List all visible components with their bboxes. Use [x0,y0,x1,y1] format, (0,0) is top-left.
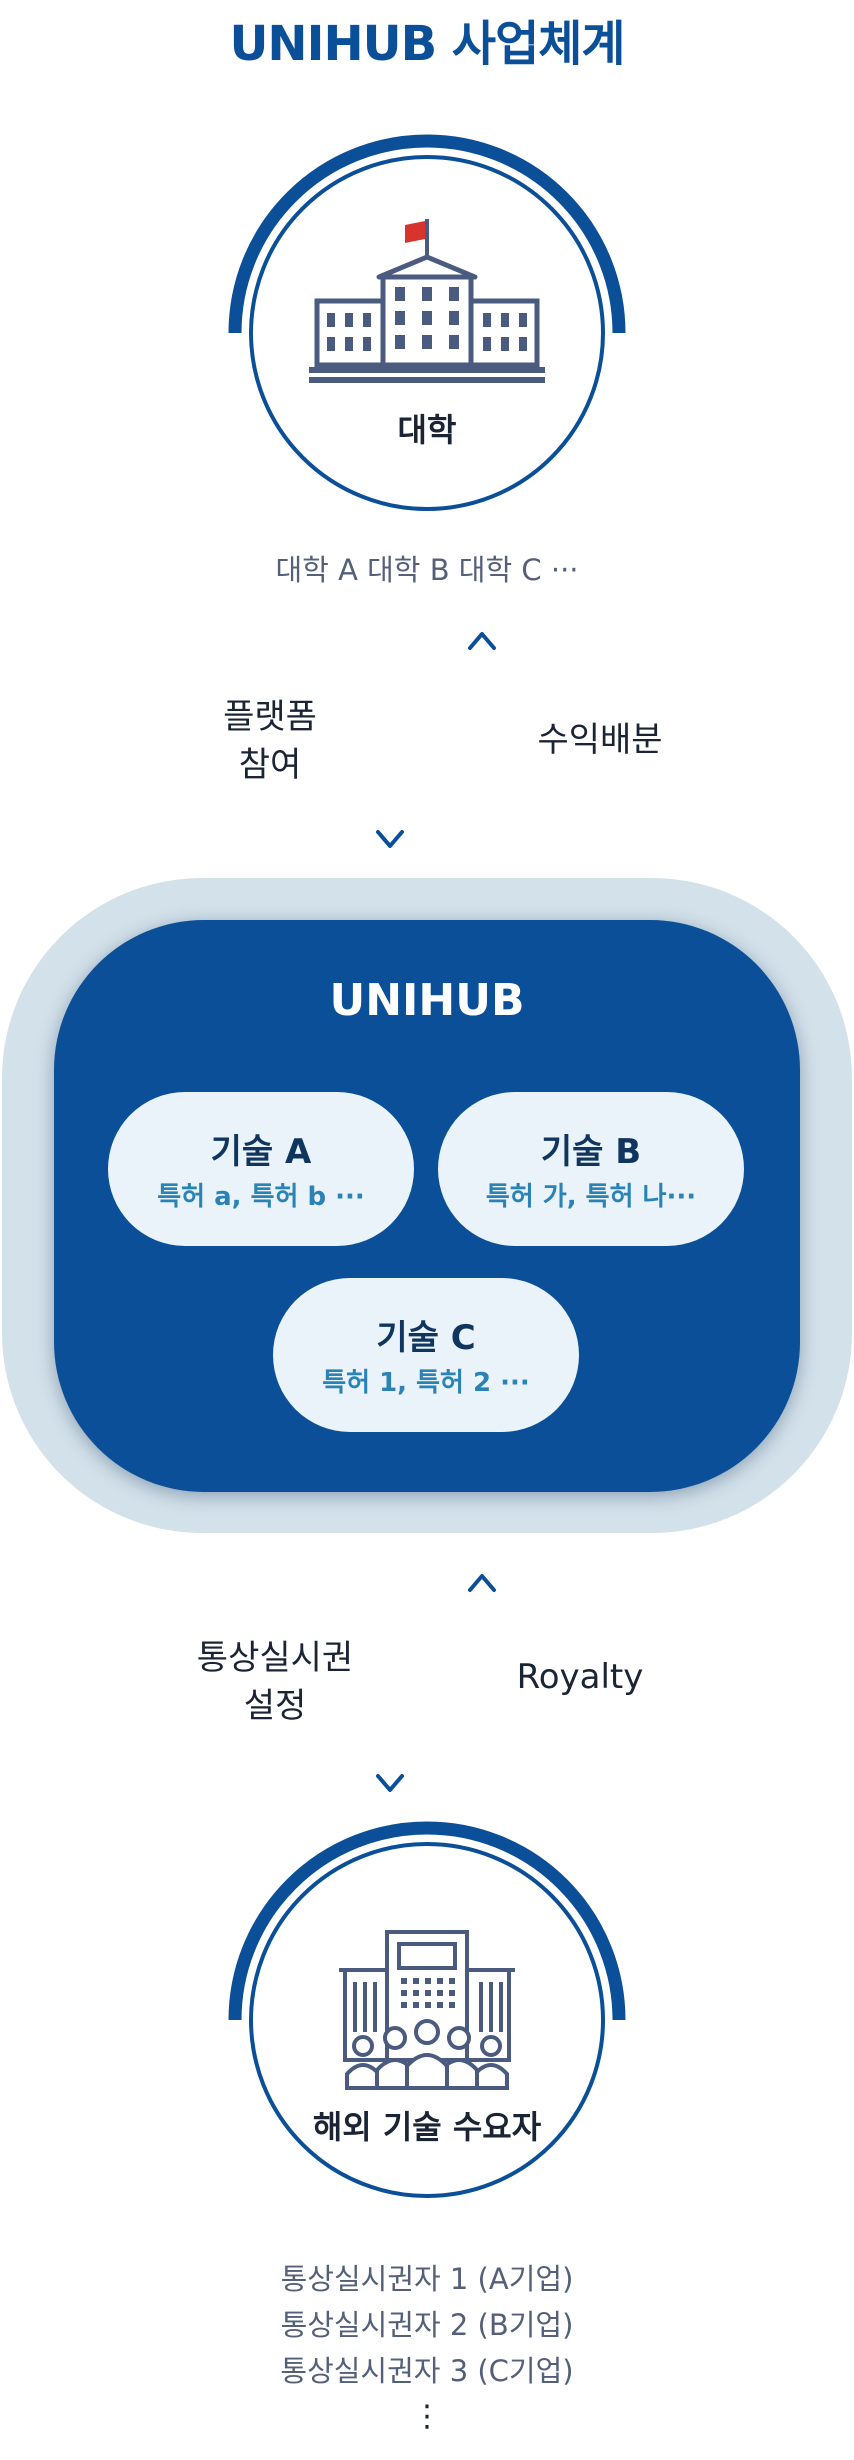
more-licensees-ellipsis: ⋮ [412,2399,442,2434]
down-arrow-license [376,1580,404,1792]
down-arrow-platform [376,636,404,848]
buyers-members: 통상실시권자 1 (A기업) 통상실시권자 2 (B기업) 통상실시권자 3 (… [0,2256,854,2394]
buyers-label: 해외 기술 수요자 [312,2108,542,2146]
tech-patents: 특허 a, 특허 b ··· [157,1182,365,1212]
license-setup-line2: 설정 [243,1686,307,1726]
tech-patents: 특허 1, 특허 2 ··· [322,1368,530,1398]
university-ring [228,134,626,334]
up-arrow-revenue [468,632,496,845]
member-line: 대학 A 대학 B 대학 C ··· [275,553,579,587]
tech-name: 기술 C [376,1318,476,1358]
hub-title: UNIHUB [329,975,525,1026]
flag-icon [405,221,425,243]
revenue-share-label: 수익배분 [537,720,663,760]
tech-name: 기술 B [540,1132,642,1172]
license-setup-line1: 통상실시권 [196,1638,354,1678]
buyers-ring [228,1821,626,2021]
platform-join-line2: 참여 [238,745,302,785]
tech-patents: 특허 가, 특허 나··· [485,1182,697,1212]
up-arrow-royalty [468,1574,496,1787]
office-building-people-icon [339,1930,515,2090]
university-building-icon [309,219,545,383]
tech-name: 기술 A [210,1132,312,1172]
royalty-label: Royalty [516,1657,644,1697]
university-circle [249,155,605,511]
university-label: 대학 [397,411,457,449]
university-members: 대학 A 대학 B 대학 C ··· [0,547,854,593]
university-node: 대학 [227,133,627,533]
platform-join-line1: 플랫폼 [223,697,317,737]
tech-pill-c: 기술 C 특허 1, 특허 2 ··· [273,1278,579,1432]
tech-pill-b: 기술 B 특허 가, 특허 나··· [438,1092,744,1246]
licensee-line: 통상실시권자 1 (A기업) [280,2262,574,2296]
buyers-node: 해외 기술 수요자 [227,1820,627,2220]
licensee-line: 통상실시권자 3 (C기업) [280,2354,574,2388]
page-title: UNIHUB 사업체계 [229,16,625,72]
license-setup-label: 통상실시권 설정 [170,1634,380,1730]
platform-join-label: 플랫폼 참여 [190,693,350,789]
licensee-line: 통상실시권자 2 (B기업) [280,2308,574,2342]
tech-pill-a: 기술 A 특허 a, 특허 b ··· [108,1092,414,1246]
